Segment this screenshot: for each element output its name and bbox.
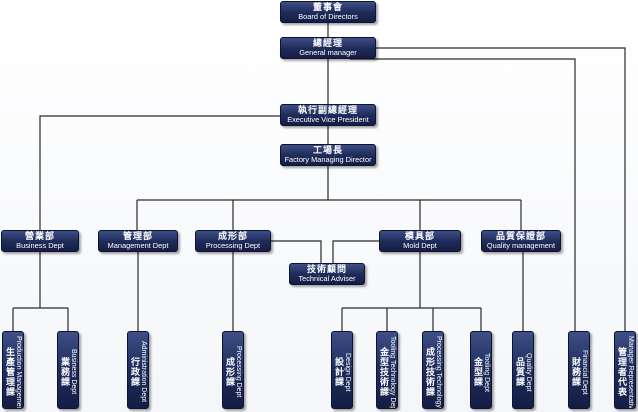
administration-subtitle: Administration Dept: [140, 341, 147, 403]
tooling-technology-subtitle: Tooling Technology Dept: [389, 336, 396, 409]
processing-section-subtitle: Processing Dept: [235, 346, 242, 398]
connector-line: [332, 240, 379, 263]
business-section-subtitle: Business Dept: [70, 349, 77, 395]
tooling-section-node[interactable]: 金型課 Tooling Dept: [470, 331, 492, 409]
business-dept-node[interactable]: 營業部 Business Dept: [1, 230, 79, 252]
connector-line: [271, 240, 322, 263]
tooling-section-subtitle: Tooling Dept: [483, 352, 490, 392]
quality-dept-subtitle: Quality management: [486, 241, 556, 250]
processing-dept-node[interactable]: 成形部 Processing Dept: [195, 230, 271, 252]
production-management-title: 生產管理課: [4, 347, 14, 397]
evp-subtitle: Executive Vice President: [287, 115, 369, 124]
production-management-subtitle: Production Management Dept: [15, 336, 22, 409]
connector-lines: [12, 23, 626, 331]
tooling-technology-node[interactable]: 金型技術課 Tooling Technology Dept: [376, 331, 398, 409]
quality-section-subtitle: Quality Dept: [525, 352, 532, 392]
business-section-title: 業務課: [59, 357, 69, 387]
finance-title: 財務課: [570, 357, 580, 387]
design-title: 設計課: [333, 357, 343, 387]
design-subtitle: Design Dept: [344, 352, 351, 392]
processing-dept-subtitle: Processing Dept: [205, 241, 261, 250]
quality-dept-node[interactable]: 品質保證部 Quality management: [481, 230, 561, 252]
business-dept-title: 營業部: [24, 232, 55, 242]
processing-section-title: 成形課: [224, 357, 234, 387]
gm-title: 總經理: [312, 39, 343, 49]
board-title: 董事會: [312, 3, 343, 13]
manager-representative-title: 管理者代表: [616, 347, 626, 397]
gm-subtitle: General manager: [299, 48, 357, 57]
factory-node[interactable]: 工場長 Factory Managing Director: [280, 144, 376, 166]
finance-node[interactable]: 財務課 Financial Dept: [568, 331, 590, 409]
connector-line: [376, 47, 626, 331]
evp-node[interactable]: 執行副總經理 Executive Vice President: [280, 104, 376, 126]
mold-dept-subtitle: Mold Dept: [403, 241, 437, 250]
manager-representative-node[interactable]: 管理者代表 Manager Representative: [614, 331, 636, 409]
manager-representative-subtitle: Manager Representative: [627, 336, 634, 409]
technical-adviser-node[interactable]: 技術顧問 Technical Adviser: [289, 263, 365, 285]
processing-section-node[interactable]: 成形課 Processing Dept: [222, 331, 244, 409]
quality-section-title: 品質課: [514, 357, 524, 387]
factory-title: 工場長: [312, 146, 343, 156]
finance-subtitle: Financial Dept: [581, 349, 588, 395]
tooling-section-title: 金型課: [472, 357, 482, 387]
management-dept-subtitle: Management Dept: [107, 241, 169, 250]
connector-line: [39, 115, 280, 230]
processing-technology-subtitle: Processing Technology Dept: [435, 336, 442, 409]
business-dept-subtitle: Business Dept: [16, 241, 64, 250]
factory-subtitle: Factory Managing Director: [284, 155, 372, 164]
management-dept-node[interactable]: 管理部 Management Dept: [98, 230, 178, 252]
business-section-node[interactable]: 業務課 Business Dept: [57, 331, 79, 409]
quality-dept-title: 品質保證部: [495, 232, 546, 242]
processing-technology-node[interactable]: 成形技術課 Processing Technology Dept: [422, 331, 444, 409]
quality-section-node[interactable]: 品質課 Quality Dept: [512, 331, 534, 409]
mold-dept-node[interactable]: 模具部 Mold Dept: [379, 230, 461, 252]
mold-dept-title: 模具部: [404, 232, 435, 242]
technical-adviser-subtitle: Technical Adviser: [298, 274, 356, 283]
production-management-node[interactable]: 生產管理課 Production Management Dept: [2, 331, 24, 409]
administration-node[interactable]: 行政課 Administration Dept: [127, 331, 149, 409]
tooling-technology-title: 金型技術課: [378, 347, 388, 397]
processing-dept-title: 成形部: [217, 232, 248, 242]
management-dept-title: 管理部: [122, 232, 153, 242]
board-node[interactable]: 董事會 Board of Directors: [280, 1, 376, 23]
design-node[interactable]: 設計課 Design Dept: [331, 331, 353, 409]
connector-line: [350, 58, 576, 331]
processing-technology-title: 成形技術課: [424, 347, 434, 397]
board-subtitle: Board of Directors: [298, 12, 358, 21]
evp-title: 執行副總經理: [297, 106, 358, 116]
gm-node[interactable]: 總經理 General manager: [280, 37, 376, 59]
technical-adviser-title: 技術顧問: [306, 265, 347, 275]
administration-title: 行政課: [129, 357, 139, 387]
